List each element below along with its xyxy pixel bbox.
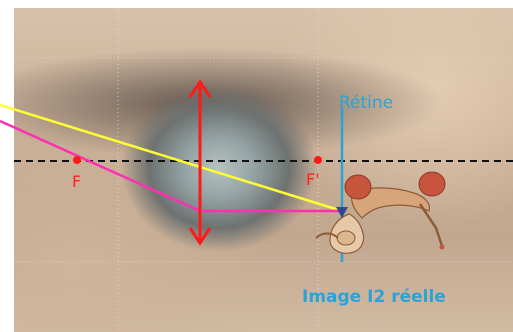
label-focal-f-prime: F' bbox=[306, 170, 320, 189]
focal-point-f-prime-dot bbox=[314, 156, 322, 164]
label-image-caption: Image I2 réelle bbox=[302, 287, 446, 307]
ray-pink bbox=[0, 121, 342, 211]
dotted-grid bbox=[14, 8, 513, 332]
label-retina: Rétine bbox=[339, 93, 393, 113]
focal-point-f-dot bbox=[73, 156, 81, 164]
ray-yellow bbox=[0, 105, 342, 211]
inverted-image-figure bbox=[316, 172, 445, 253]
lens-double-arrow bbox=[190, 82, 210, 243]
label-focal-f: F bbox=[72, 172, 81, 191]
